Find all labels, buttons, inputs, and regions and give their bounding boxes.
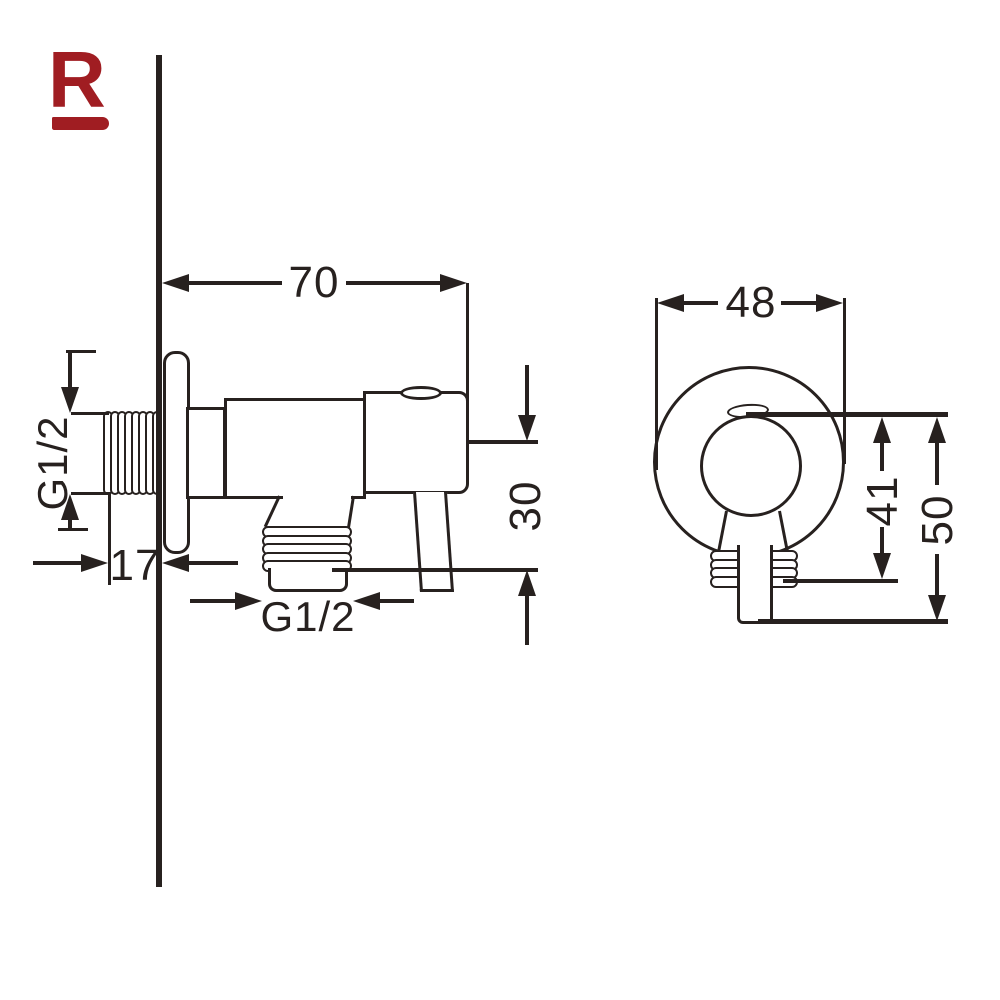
dim-17-arrow-left bbox=[162, 554, 189, 572]
side-handle-lever bbox=[400, 386, 442, 400]
dim-30-ref-top bbox=[468, 440, 538, 444]
dim-g12-inlet-label: G1/2 bbox=[29, 415, 76, 511]
dim-70-line-right bbox=[346, 281, 440, 285]
dim-50-line-top bbox=[935, 443, 939, 485]
dim-48-ext-right bbox=[843, 298, 846, 464]
dim-g12-outlet-arrow-left bbox=[353, 592, 380, 610]
dim-41-ref-bottom bbox=[783, 579, 898, 583]
funnel-left-edge bbox=[263, 495, 281, 528]
dim-48-line-right bbox=[781, 301, 816, 305]
dim-48-label: 48 bbox=[725, 278, 777, 327]
dim-70-label: 70 bbox=[288, 258, 340, 307]
funnel-opening-mask bbox=[283, 495, 351, 502]
dim-g12-inlet-line-bottom bbox=[68, 519, 72, 531]
dim-48-ext-left bbox=[655, 298, 658, 470]
dim-g12-outlet-label: G1/2 bbox=[260, 593, 356, 640]
dim-g12-outlet-line-right bbox=[380, 599, 414, 603]
dim-30-arrow-down bbox=[518, 415, 536, 441]
dim-17-line-left bbox=[33, 561, 81, 565]
dim-30-line-bottom bbox=[525, 596, 529, 645]
dim-30-line-top bbox=[525, 365, 529, 417]
dim-70-arrow-left bbox=[162, 274, 189, 292]
front-down-pipe bbox=[737, 545, 773, 624]
dim-70-ext-right bbox=[466, 283, 469, 442]
dim-30-arrow-up bbox=[518, 570, 536, 596]
dim-g12-inlet-arrow-down bbox=[61, 387, 79, 413]
dim-41-arrow-down bbox=[873, 553, 891, 579]
side-valve-cap bbox=[363, 391, 469, 494]
dim-g12-inlet-tick-top bbox=[66, 350, 96, 353]
side-outlet-thread bbox=[262, 526, 352, 572]
dim-50-arrow-down bbox=[928, 595, 946, 621]
dim-48-line-left bbox=[684, 301, 718, 305]
dim-17-label: 17 bbox=[109, 541, 161, 590]
dim-41-line-bottom bbox=[880, 527, 884, 554]
dim-70-arrow-right bbox=[440, 274, 467, 292]
dim-50-arrow-up bbox=[928, 417, 946, 443]
side-inlet-thread bbox=[103, 411, 162, 495]
dim-41-arrow-up bbox=[873, 417, 891, 443]
dim-50-ref-bottom bbox=[758, 619, 948, 624]
dim-48-arrow-right bbox=[816, 294, 843, 312]
wall-line bbox=[156, 55, 162, 887]
dim-30-label: 30 bbox=[501, 480, 550, 532]
dim-30-ref-bottom bbox=[332, 568, 538, 572]
dim-g12-inlet-line-top bbox=[68, 351, 72, 388]
dim-48-arrow-left bbox=[657, 294, 684, 312]
dim-17-arrow-right bbox=[81, 554, 108, 572]
brand-logo-letter: R bbox=[48, 35, 106, 124]
dim-g12-inlet-ext-top bbox=[71, 412, 109, 415]
dim-g12-inlet-tick-bottom bbox=[58, 528, 88, 531]
dim-70-line-left bbox=[189, 281, 282, 285]
dim-g12-inlet-ext-bottom bbox=[71, 492, 109, 495]
dim-41-line-top bbox=[880, 443, 884, 471]
brand-logo-underline bbox=[52, 117, 109, 130]
front-valve-body-circle bbox=[700, 415, 802, 517]
dim-g12-outlet-arrow-right bbox=[235, 592, 262, 610]
dim-50-line-bottom bbox=[935, 554, 939, 596]
side-valve-body bbox=[224, 398, 366, 499]
side-down-pipe bbox=[413, 492, 454, 592]
dim-17-ext-line bbox=[108, 492, 111, 585]
side-outlet-stub bbox=[268, 568, 348, 592]
dim-ref-top-line bbox=[746, 412, 948, 417]
dim-17-line-right bbox=[189, 561, 238, 565]
dim-g12-outlet-line-left bbox=[190, 599, 235, 603]
dim-g12-inlet-arrow-up bbox=[61, 494, 79, 520]
side-neck bbox=[186, 407, 226, 499]
